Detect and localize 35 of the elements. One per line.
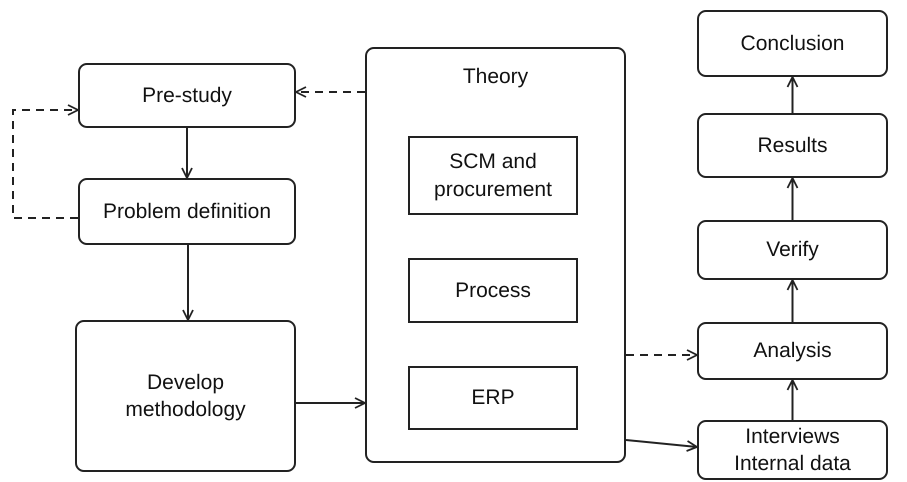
process-box [697, 220, 888, 280]
process-box [75, 320, 296, 472]
box-label: Verify [766, 237, 819, 264]
process-box [408, 258, 578, 323]
box-label: Pre-study [142, 82, 232, 109]
box-label: Analysis [753, 338, 832, 364]
box-label: Process [455, 278, 531, 304]
box-label: Problem definition [102, 198, 272, 225]
arrow [181, 128, 193, 179]
arrow [295, 86, 365, 98]
arrow [786, 379, 798, 420]
process-box [697, 420, 888, 480]
process-box [697, 113, 888, 178]
arrow [786, 177, 798, 220]
process-box [408, 366, 578, 430]
process-box [78, 63, 296, 128]
process-box [697, 322, 888, 380]
box-label: SCM and procurement [433, 149, 553, 202]
arrow [626, 439, 698, 452]
arrow [182, 245, 194, 321]
process-box [78, 178, 296, 245]
process-box [408, 136, 578, 215]
arrow [626, 349, 698, 361]
process-box [697, 10, 888, 77]
arrow [296, 397, 366, 409]
box-label: Develop methodology [124, 370, 247, 423]
box-label: Results [757, 132, 828, 159]
box-label: Conclusion [740, 30, 844, 57]
arrow [12, 104, 79, 219]
arrow [786, 279, 798, 322]
group-title: Theory [462, 64, 528, 90]
box-label: ERP [471, 385, 515, 412]
arrow [786, 76, 798, 113]
group-box [365, 47, 626, 463]
box-label: Interviews Internal data [733, 424, 852, 477]
